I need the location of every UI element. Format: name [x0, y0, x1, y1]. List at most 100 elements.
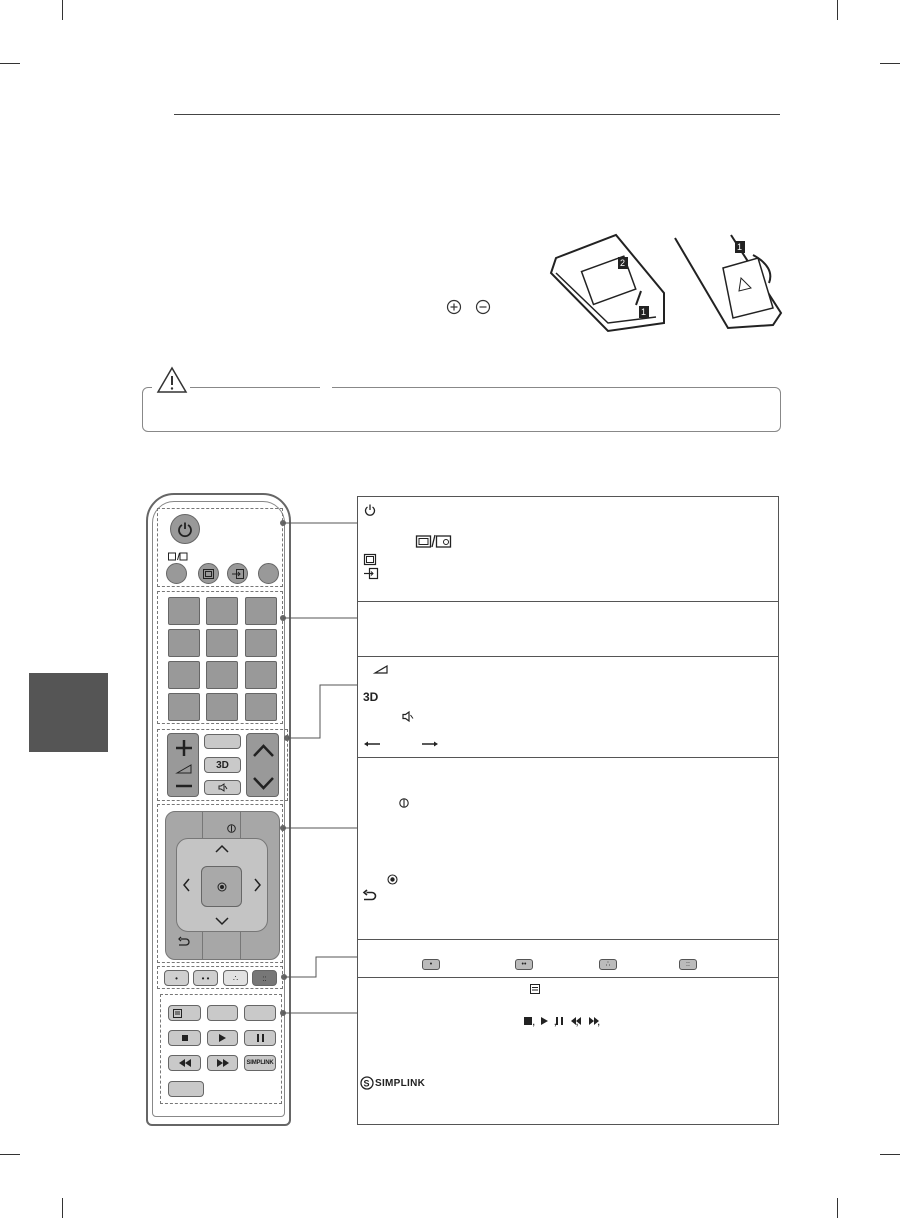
pause-button[interactable]	[244, 1030, 276, 1046]
simplink-logo: SIMPLINK	[246, 1060, 274, 1066]
3d-icon: 3D	[216, 759, 229, 771]
mute-icon	[402, 710, 414, 723]
rewind-icon	[178, 1059, 191, 1067]
plus-circle-icon	[446, 299, 462, 315]
play-icon	[219, 1034, 226, 1042]
color-key-1[interactable]: •	[164, 970, 189, 986]
number-key[interactable]	[245, 693, 277, 721]
power-icon	[364, 504, 376, 516]
subtitle-icon	[363, 553, 377, 566]
simplink-label: SIMPLINK	[375, 1077, 426, 1089]
color-key-2[interactable]: • •	[193, 970, 218, 986]
callout-line-bent	[288, 684, 358, 739]
tv-radio-icon	[168, 552, 188, 561]
crop-mark	[0, 1154, 20, 1155]
color-key-3[interactable]: ∴	[223, 970, 248, 986]
pause-icon	[256, 1034, 264, 1042]
crop-mark	[880, 63, 900, 64]
playback-blank-button[interactable]	[207, 1005, 238, 1021]
dpad-arrows	[183, 844, 261, 926]
volume-rocker[interactable]	[167, 733, 199, 797]
number-key[interactable]	[206, 693, 238, 721]
callout-dot	[284, 735, 290, 741]
number-key[interactable]	[168, 693, 200, 721]
remote-group-power	[157, 508, 283, 587]
svg-text:1: 1	[737, 242, 742, 252]
legend-panel-playback: , , , , S SIMPLINK	[357, 977, 779, 1125]
3d-icon: 3D	[363, 690, 379, 704]
fast-forward-button[interactable]	[207, 1055, 238, 1071]
playback-separators: , , , ,	[532, 1014, 619, 1028]
crop-mark	[837, 0, 838, 20]
rewind-icon	[571, 1017, 581, 1025]
warning-icon	[156, 366, 188, 393]
remote-control-body	[146, 493, 291, 1126]
arrow-right-icon	[422, 741, 438, 747]
number-key[interactable]	[245, 629, 277, 657]
number-key[interactable]	[168, 597, 200, 625]
crop-mark	[880, 1154, 900, 1155]
playback-blank-button[interactable]	[244, 1005, 276, 1021]
caution-box	[142, 387, 781, 432]
3d-button[interactable]: 3D	[204, 757, 241, 773]
subtitle-button[interactable]	[198, 563, 219, 584]
blank-round-button[interactable]	[258, 563, 279, 584]
crop-mark	[837, 1198, 838, 1218]
info-icon	[399, 798, 409, 808]
arrow-left-icon	[364, 741, 380, 747]
stop-button[interactable]	[168, 1030, 201, 1046]
number-key[interactable]	[206, 629, 238, 657]
info-icon	[227, 824, 236, 833]
callout-line	[283, 617, 358, 619]
callout-line	[283, 827, 358, 829]
blank-button[interactable]	[204, 734, 241, 749]
battery-cover-illustration-open: 2 1	[549, 233, 665, 333]
number-key[interactable]	[168, 661, 200, 689]
svg-text:2: 2	[620, 258, 625, 268]
crop-mark	[62, 0, 63, 20]
number-key[interactable]	[206, 661, 238, 689]
callout-line-bent	[284, 956, 358, 978]
teletext-button[interactable]	[168, 1005, 201, 1021]
stop-icon	[524, 1017, 532, 1025]
legend-panel-color-keys: • •• ∴ ::	[357, 939, 779, 978]
teletext-icon	[173, 1008, 182, 1018]
power-button[interactable]	[170, 514, 200, 544]
remote-group-volume	[157, 729, 288, 801]
volume-icon	[372, 664, 388, 674]
color-key-4[interactable]: ::	[252, 970, 277, 986]
number-key[interactable]	[245, 661, 277, 689]
back-icon	[362, 889, 377, 901]
fast-forward-icon	[216, 1059, 229, 1067]
mute-button[interactable]	[204, 780, 241, 795]
number-key[interactable]	[245, 597, 277, 625]
simplink-button[interactable]: SIMPLINK	[244, 1055, 276, 1071]
simplink-s-icon: S	[360, 1076, 374, 1090]
play-icon	[541, 1017, 548, 1025]
color-key-2-icon: ••	[515, 959, 533, 970]
fast-forward-icon	[589, 1017, 599, 1025]
number-key[interactable]	[206, 597, 238, 625]
legend-panel-numbers	[357, 601, 779, 657]
callout-line	[283, 1012, 358, 1014]
tv-radio-button[interactable]	[166, 563, 187, 584]
ok-button[interactable]	[201, 866, 242, 907]
back-icon	[178, 936, 190, 946]
remote-group-numbers	[157, 591, 283, 724]
input-icon	[364, 567, 379, 580]
rewind-button[interactable]	[168, 1055, 201, 1071]
crop-mark	[62, 1198, 63, 1218]
play-button[interactable]	[207, 1030, 238, 1046]
header-rule	[174, 114, 780, 115]
pause-icon	[556, 1017, 563, 1025]
remote-group-navigation	[157, 804, 283, 963]
number-key[interactable]	[168, 629, 200, 657]
input-button[interactable]	[227, 563, 248, 584]
teletext-icon	[530, 984, 540, 994]
callout-line	[283, 522, 358, 524]
tv-radio-icon	[415, 534, 452, 548]
channel-rocker[interactable]	[246, 733, 279, 797]
svg-text:1: 1	[641, 307, 646, 317]
playback-blank-button[interactable]	[168, 1081, 204, 1097]
minus-circle-icon	[475, 299, 491, 315]
